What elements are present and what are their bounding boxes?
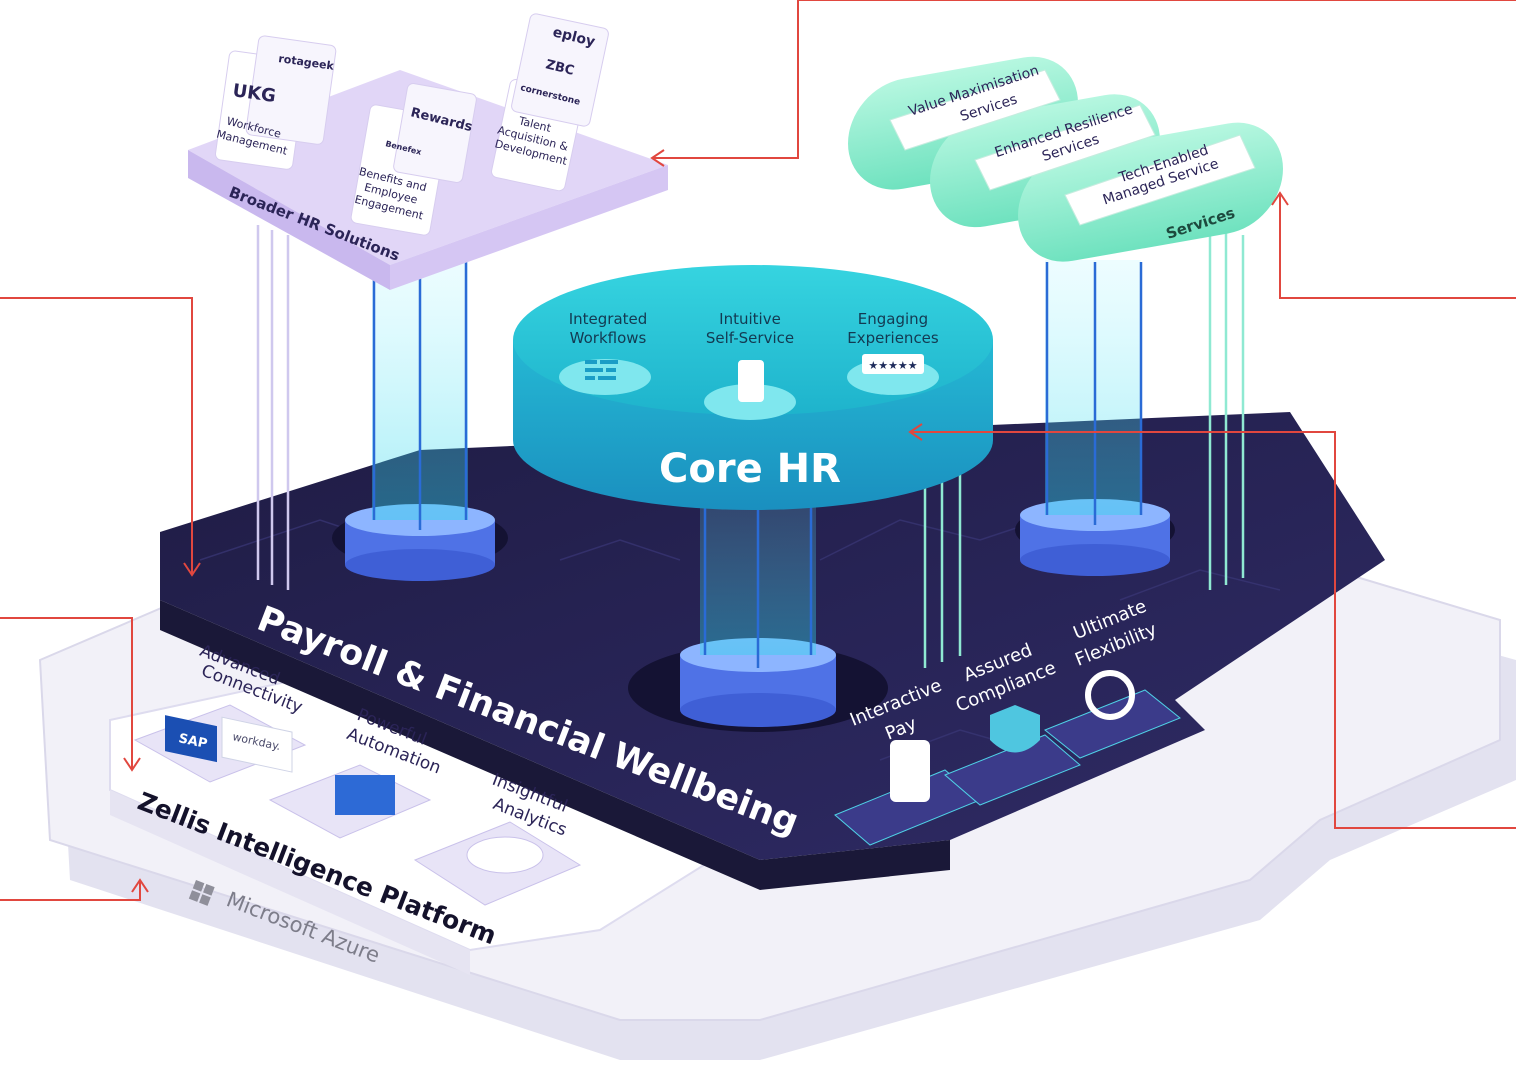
phone-icon <box>738 360 764 402</box>
payroll-feature-pads <box>834 670 1181 846</box>
callout-lines <box>0 0 1516 901</box>
receipt-icon <box>890 740 930 802</box>
benefits-cards <box>350 83 477 236</box>
talent-cards <box>491 13 609 192</box>
workday-logo <box>221 716 293 773</box>
core-feature-2-line-2: Self-Service <box>706 329 794 347</box>
zbc-logo: ZBC <box>544 57 576 79</box>
sap-logo <box>165 715 217 763</box>
core-feature-3-line-2: Experiences <box>847 329 939 347</box>
core-feature-1-line-2: Workflows <box>570 329 647 347</box>
microsoft-logo <box>188 880 215 906</box>
core-hr-disk <box>513 265 993 510</box>
shield-icon <box>990 705 1040 753</box>
sap-logo-text: SAP <box>177 731 208 752</box>
callout-arrowheads <box>123 149 1289 893</box>
rating-stars: ★★★★★ <box>868 359 917 372</box>
core-hr-title: Core HR <box>659 446 841 492</box>
services-rings <box>848 56 1283 262</box>
core-feature-3-line-1: Engaging <box>858 310 928 328</box>
analytics-icon <box>466 836 544 874</box>
core-feature-2-line-1: Intuitive <box>719 310 781 328</box>
workflow-icon <box>585 360 618 380</box>
platform-feature-tiles <box>133 704 582 906</box>
core-feature-1-line-1: Integrated <box>569 310 648 328</box>
automation-icon <box>335 775 395 815</box>
refresh-icon <box>1085 670 1135 720</box>
broader-hr-tray <box>188 13 668 290</box>
workforce-cards <box>214 35 337 170</box>
